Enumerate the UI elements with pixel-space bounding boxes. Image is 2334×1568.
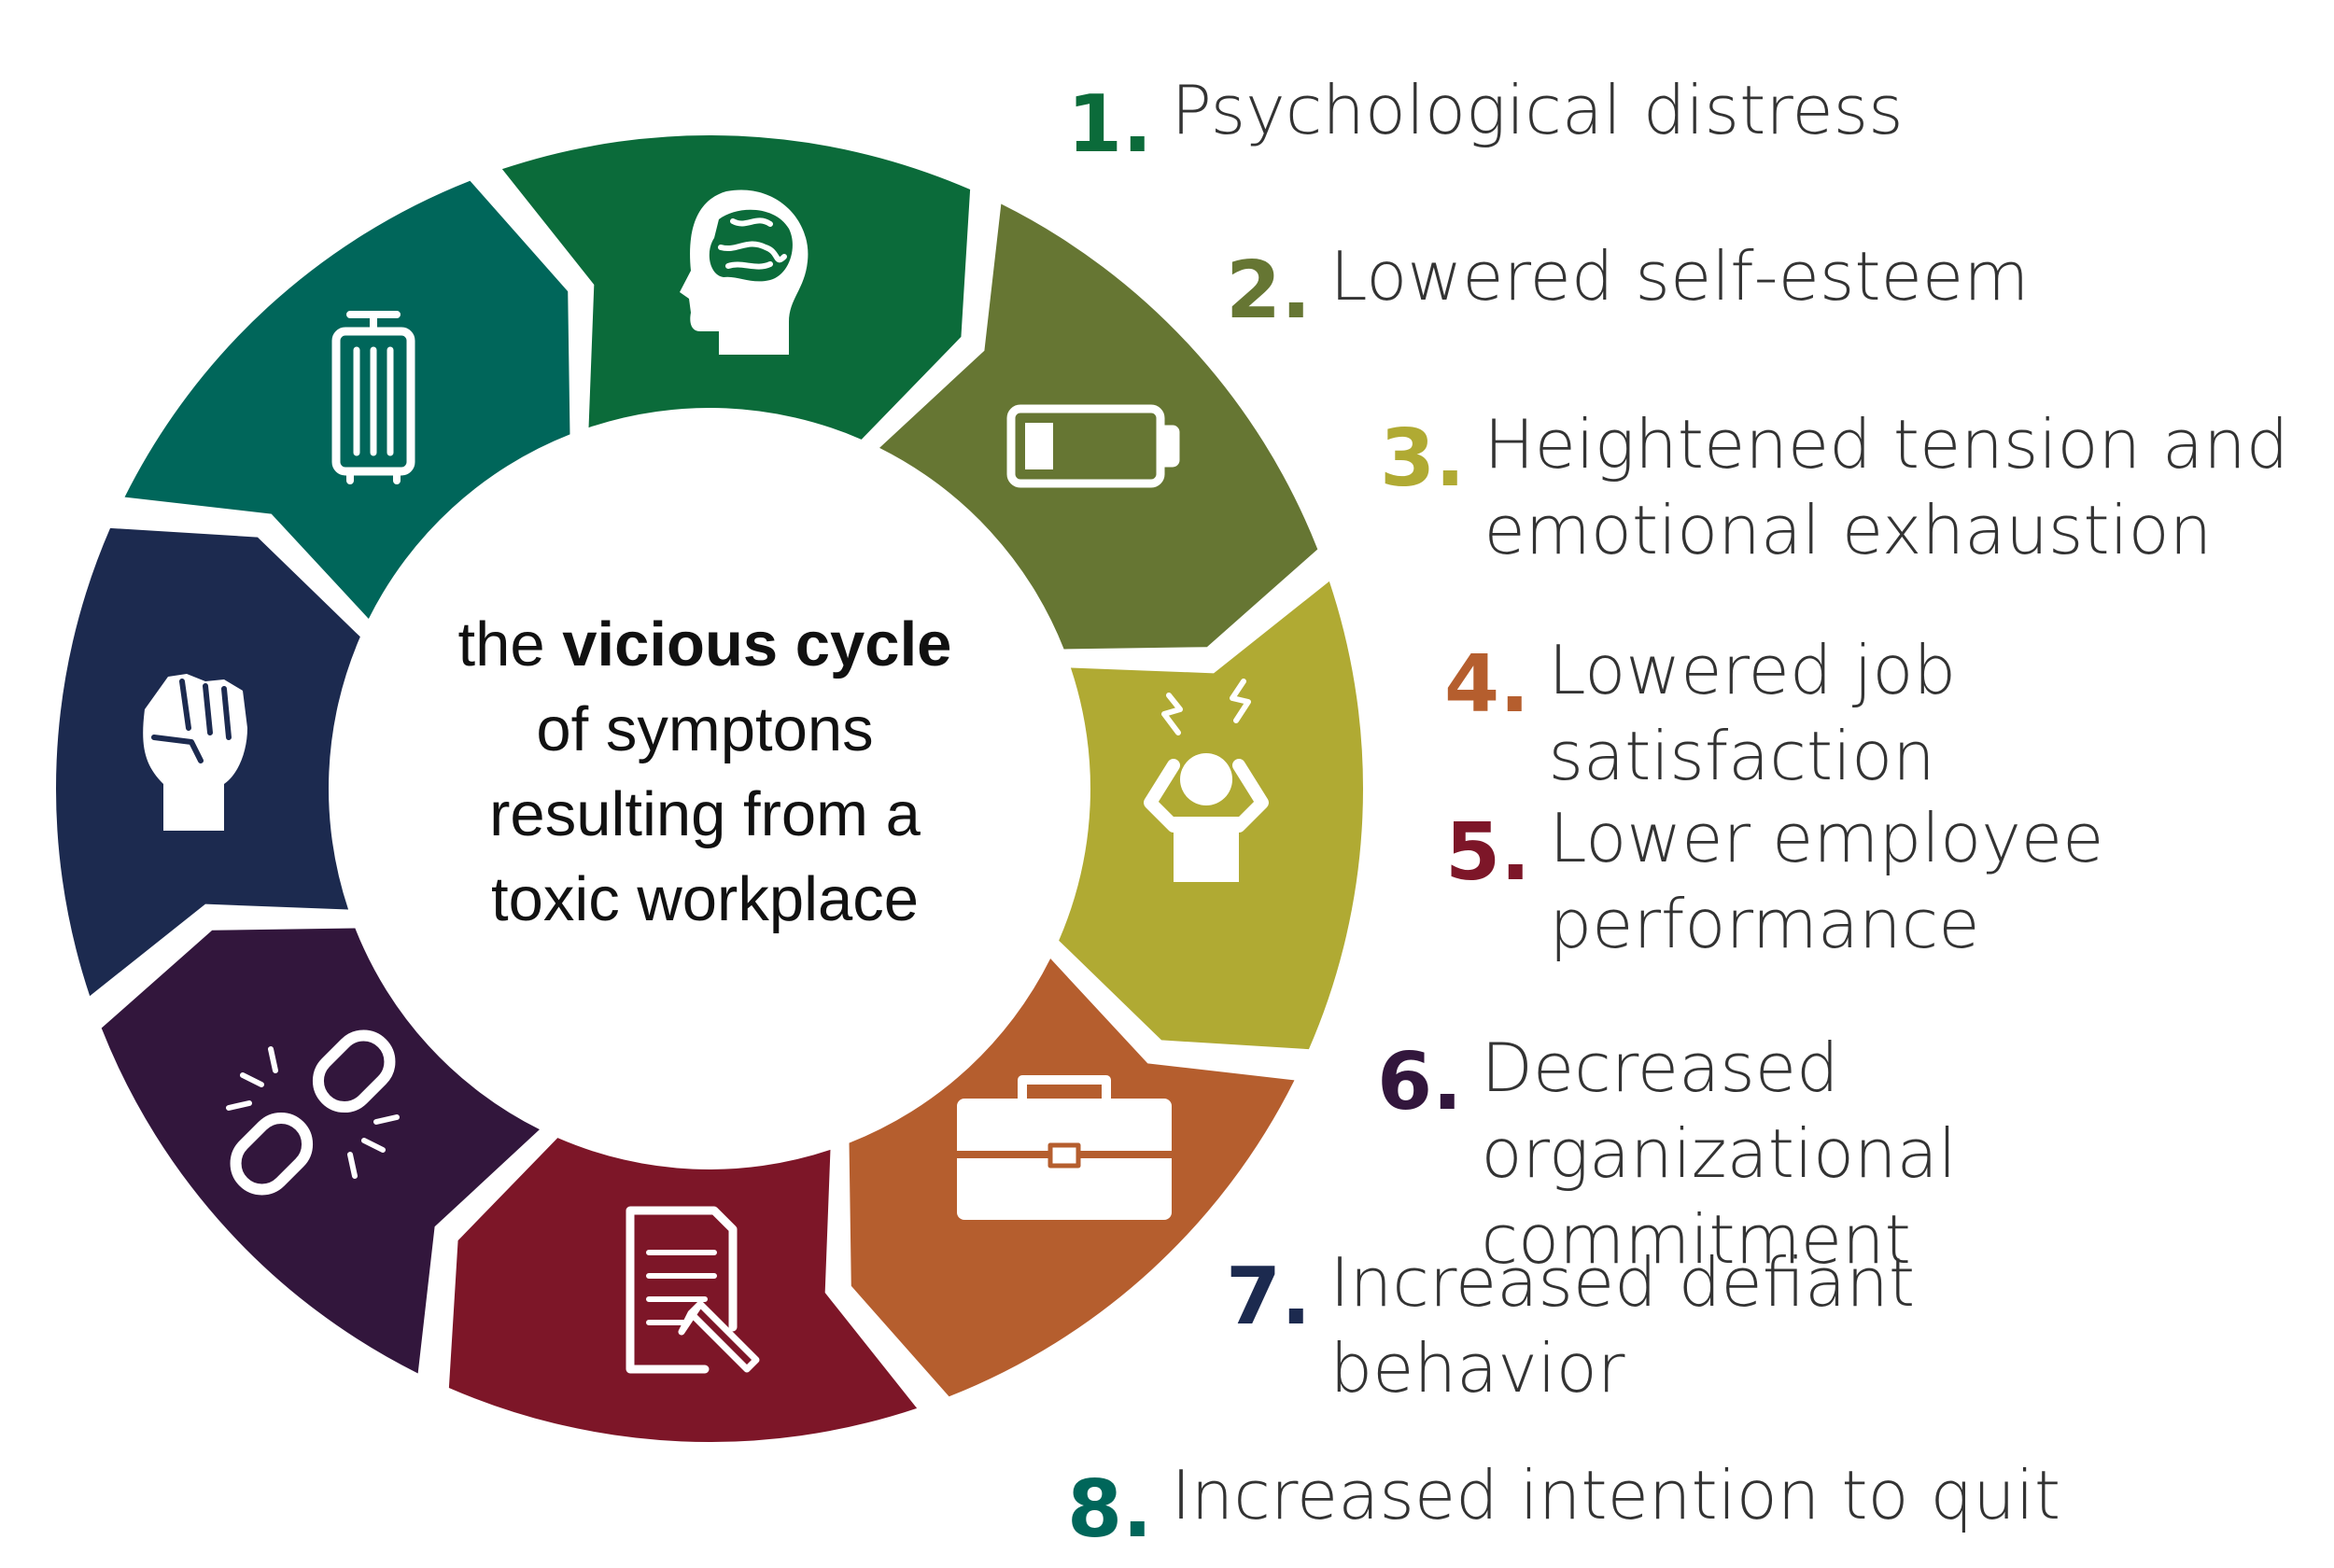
low-battery-icon [1006, 404, 1180, 488]
legend-number: 1. [1067, 78, 1153, 171]
legend-item-3: 3. Heightened tension and emotional exha… [1380, 401, 2288, 573]
center-title-bold: vicious cycle [562, 609, 952, 679]
broken-chain-icon [226, 1029, 400, 1196]
legend-number: 2. [1226, 245, 1312, 337]
legend-item-1: 1. Psychological distress [1067, 67, 1904, 170]
center-title-line4: toxic workplace [490, 864, 919, 934]
legend-item-2: 2. Lowered self-esteem [1226, 233, 2030, 336]
document-pen-icon [626, 1206, 760, 1374]
legend-number: 7. [1226, 1251, 1312, 1343]
legend-label: Psychological distress [1171, 71, 1904, 149]
legend-item-8: 8. Increased intention to quit [1067, 1452, 2061, 1555]
cycle-segment-6 [101, 928, 540, 1374]
cycle-segment-8 [124, 180, 570, 619]
legend-label: Heightened tension and emotional exhaust… [1483, 405, 2289, 569]
legend-item-4: 4. Lowered job satisfaction [1444, 627, 2334, 799]
cycle-segment-3 [1059, 581, 1363, 1050]
legend-label: Lowered job satisfaction [1548, 631, 1957, 795]
legend-number: 6. [1377, 1036, 1463, 1128]
suitcase-icon [331, 311, 415, 484]
head-brain-icon [680, 189, 808, 355]
center-title-line2: of symptons [536, 694, 874, 764]
center-title-line3: resulting from a [489, 779, 921, 849]
cycle-segment-5 [448, 1138, 918, 1442]
legend-label: Lowered self-esteem [1329, 237, 2030, 315]
raised-fist-icon [143, 674, 247, 831]
legend-label: Decreased organizational commitment [1481, 1029, 1957, 1279]
legend-item-5: 5. Lower employee performance [1445, 795, 2103, 967]
legend-label: Increased defiant behavior [1329, 1243, 1916, 1407]
legend-number: 5. [1445, 806, 1531, 899]
legend-label: Increased intention to quit [1171, 1456, 2061, 1534]
legend-label: Lower employee performance [1549, 799, 2104, 963]
legend-item-6: 6. Decreased organizational commitment [1377, 1025, 2334, 1282]
stressed-person-icon [1144, 679, 1269, 882]
briefcase-icon [953, 1075, 1175, 1220]
legend-number: 4. [1444, 638, 1530, 731]
cycle-segment-2 [879, 203, 1318, 650]
center-title: the vicious cycle of symptons resulting … [364, 602, 1046, 942]
cycle-diagram [56, 134, 1363, 1442]
legend-number: 8. [1067, 1463, 1153, 1556]
center-title-pre: the [457, 609, 545, 679]
legend-number: 3. [1380, 413, 1466, 505]
legend-item-7: 7. Increased defiant behavior [1226, 1239, 1915, 1411]
